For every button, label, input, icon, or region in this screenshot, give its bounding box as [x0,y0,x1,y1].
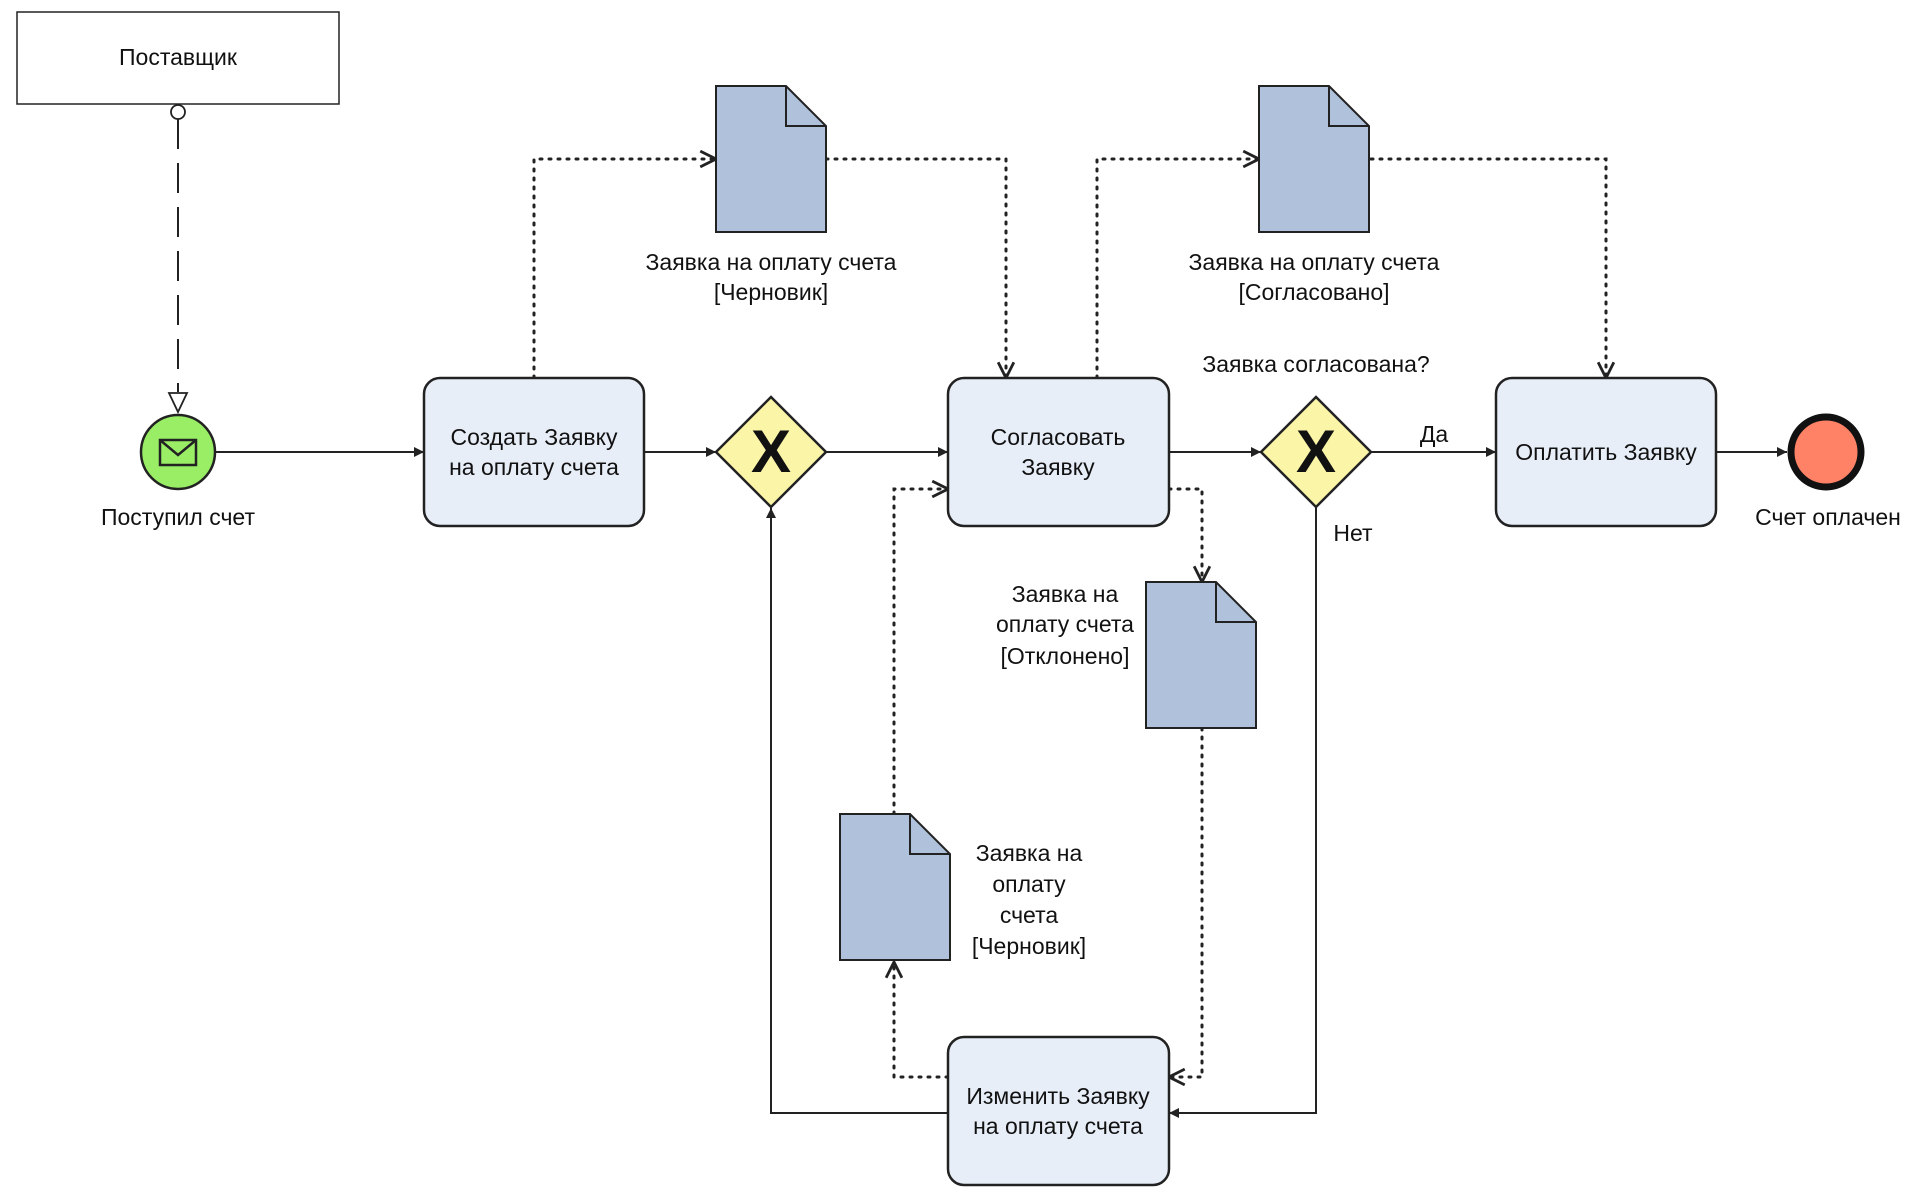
data-object-draft-bottom-line2: оплату [992,871,1066,897]
task-modify-request[interactable]: Изменить Заявку на оплату счета [946,1035,1171,1187]
assoc-draft-to-approve [824,157,1006,380]
data-object-draft-bottom-line4: [Черновик] [972,933,1086,959]
task-pay-line1: Оплатить Заявку [1515,439,1697,465]
data-object-draft-bottom[interactable] [839,813,951,961]
message-flow [167,104,189,415]
flow-modify-to-merge [766,508,948,1114]
task-approve-request[interactable]: Согласовать Заявку [946,376,1171,528]
participant-label: Поставщик [119,44,238,70]
task-approve-line2: Заявку [1021,454,1095,480]
data-object-rejected[interactable] [1145,581,1257,729]
gateway-decision-yes-label: Да [1420,421,1449,447]
assoc-approve-to-approved-doc [1095,159,1261,380]
assoc-create-to-draft [532,159,718,380]
participant-pool[interactable]: Поставщик [16,11,340,105]
data-object-draft-top[interactable] [715,85,827,233]
envelope-icon [158,438,198,467]
assoc-draft-bottom-to-approve [892,489,950,816]
task-modify-line2: на оплату счета [973,1113,1143,1139]
end-event[interactable] [1787,413,1865,491]
flow-decision-no-to-modify [1169,507,1317,1118]
task-approve-line1: Согласовать [991,424,1126,450]
gateway-merge-symbol: X [751,418,791,485]
task-modify-line1: Изменить Заявку [966,1083,1150,1109]
data-object-draft-top-line2: [Черновик] [714,279,828,305]
data-object-rejected-line1: Заявка на [1012,581,1119,607]
data-object-draft-top-line1: Заявка на оплату счета [646,249,897,275]
task-create-line2: на оплату счета [449,454,619,480]
gateway-decision[interactable]: X [1259,395,1373,509]
gateway-decision-symbol: X [1296,418,1336,485]
end-event-label: Счет оплачен [1755,504,1901,530]
data-object-rejected-line3: [Отклонено] [1001,643,1130,669]
data-object-draft-bottom-line3: счета [1000,902,1059,928]
task-pay-request[interactable]: Оплатить Заявку [1494,376,1718,528]
assoc-modify-to-draft-bottom [894,960,950,1079]
data-object-approved-line1: Заявка на оплату счета [1189,249,1440,275]
start-event[interactable] [139,413,217,491]
gateway-decision-no-label: Нет [1333,520,1373,546]
data-associations [532,157,1606,1079]
data-object-draft-bottom-line1: Заявка на [976,840,1083,866]
assoc-rejected-doc-to-modify [1167,726,1204,1077]
task-create-line1: Создать Заявку [451,424,618,450]
assoc-approved-doc-to-pay [1369,157,1606,380]
task-create-request[interactable]: Создать Заявку на оплату счета [422,376,646,528]
data-object-approved-line2: [Согласовано] [1238,279,1389,305]
data-object-rejected-line2: оплату счета [996,611,1134,637]
data-object-approved[interactable] [1258,85,1370,233]
assoc-approve-to-rejected-doc [1167,487,1202,584]
gateway-decision-question: Заявка согласована? [1202,351,1429,377]
sequence-flows [215,447,1787,1118]
start-event-label: Поступил счет [101,504,255,530]
gateway-merge[interactable]: X [714,395,828,509]
